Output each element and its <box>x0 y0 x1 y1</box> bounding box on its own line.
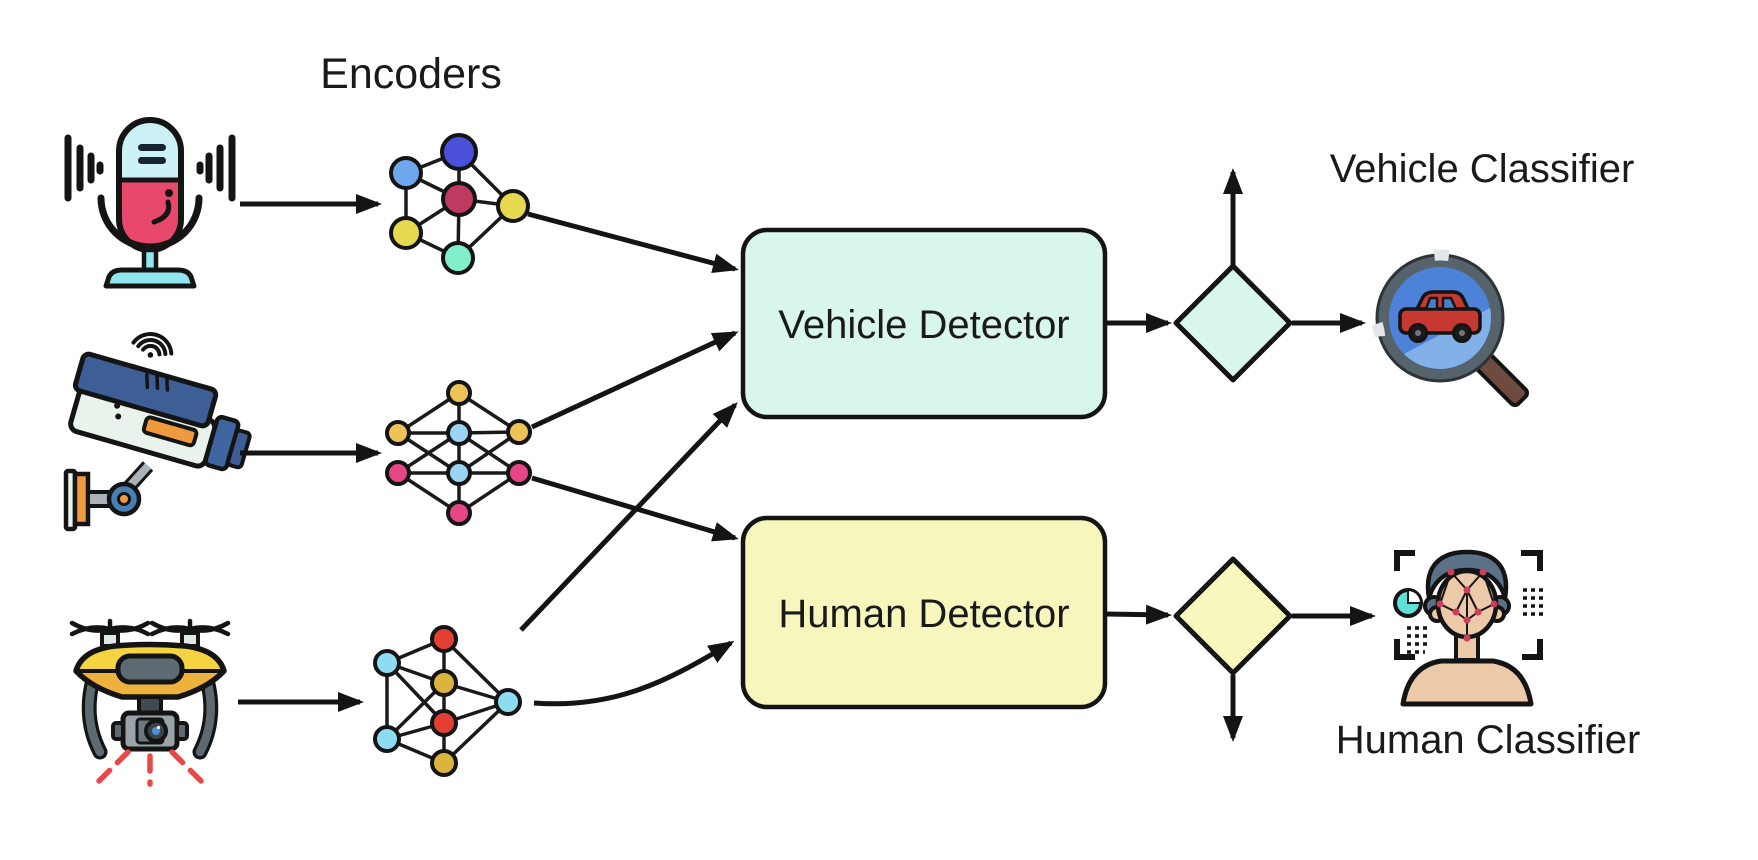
human-detector-rect <box>740 515 1108 710</box>
car-magnifier-icon <box>1371 249 1530 408</box>
scan-beam <box>89 749 211 791</box>
wifi-icon <box>131 332 174 358</box>
arrow-audio-encoder-to-vehicle-detector <box>527 211 739 274</box>
encoders-label: Encoders <box>320 50 502 98</box>
arrow-drone-encoder-to-vehicle-detector <box>519 402 738 632</box>
drone-icon <box>69 618 231 791</box>
camera-body <box>68 332 252 472</box>
vehicle-detector-rect <box>740 227 1108 420</box>
frame-brackets-icon <box>1394 550 1543 660</box>
arrow-camera-encoder-to-vehicle-detector <box>530 330 739 430</box>
encoder-network-camera <box>385 380 532 526</box>
propeller-icon <box>69 618 151 637</box>
car-icon <box>1398 290 1482 343</box>
propeller-icon <box>149 618 231 637</box>
human-detector-box: Human Detector <box>740 515 1108 710</box>
arrow-camera-encoder-to-human-detector <box>531 475 739 542</box>
vehicle-detector-box: Vehicle Detector <box>740 227 1108 420</box>
sound-waves-icon <box>64 134 236 202</box>
dotted-text-lines <box>1407 588 1545 654</box>
vehicle-detector-label: Vehicle Detector <box>778 303 1069 347</box>
camera-mount <box>63 461 154 532</box>
cctv-camera-icon <box>63 332 252 532</box>
arrow-drone-encoder-to-human-detector <box>533 640 735 707</box>
vehicle-decision-diamond <box>1173 263 1293 383</box>
encoder-network-audio <box>389 133 530 275</box>
arrow-human-detector-to-decision <box>1105 604 1172 625</box>
vehicle-classifier-label: Vehicle Classifier <box>1330 147 1635 191</box>
face-recognition-icon <box>1393 549 1545 707</box>
human-decision-diamond <box>1173 556 1293 676</box>
encoder-network-drone <box>373 625 522 777</box>
human-detector-label: Human Detector <box>778 592 1069 636</box>
microphone-icon <box>64 117 236 289</box>
face-mesh-dots <box>1436 568 1498 642</box>
human-classifier-label: Human Classifier <box>1336 718 1641 762</box>
